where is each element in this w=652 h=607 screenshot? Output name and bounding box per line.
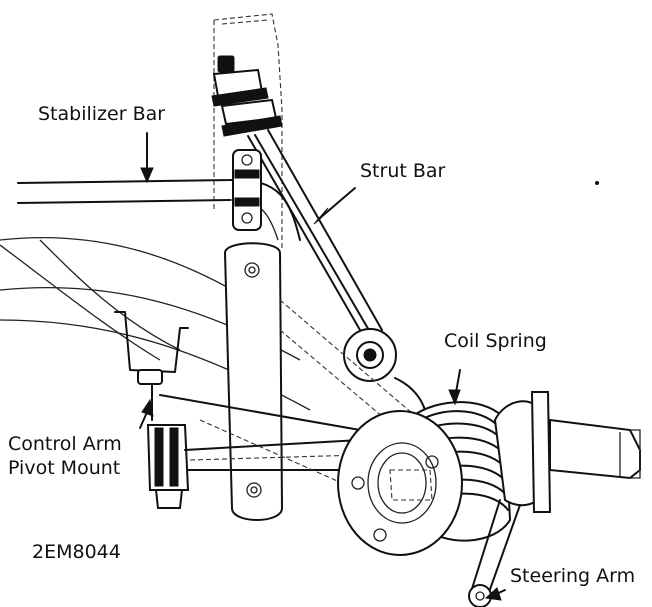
spindle-part <box>493 391 641 513</box>
leader-arrows <box>139 132 506 601</box>
hub-disc <box>337 410 463 556</box>
pivot-mount-part <box>146 424 361 509</box>
figure-code: 2EM8044 <box>32 541 121 563</box>
upper-strut-mount <box>211 55 283 137</box>
pivot-bracket <box>114 311 189 421</box>
label-control-arm: Control Arm <box>8 433 122 455</box>
label-coil-spring: Coil Spring <box>444 330 547 352</box>
strut-bar-part <box>247 129 397 382</box>
control-arm-plate <box>223 242 284 521</box>
label-pivot-mount: Pivot Mount <box>8 457 121 479</box>
stabilizer-bar-part <box>17 149 301 241</box>
label-steering-arm: Steering Arm <box>510 565 636 587</box>
label-stabilizer-bar: Stabilizer Bar <box>38 103 166 125</box>
label-strut-bar: Strut Bar <box>360 160 446 182</box>
lower-arm-lines <box>159 299 426 501</box>
frame-bracket <box>213 13 283 250</box>
speck-mark <box>595 181 599 185</box>
